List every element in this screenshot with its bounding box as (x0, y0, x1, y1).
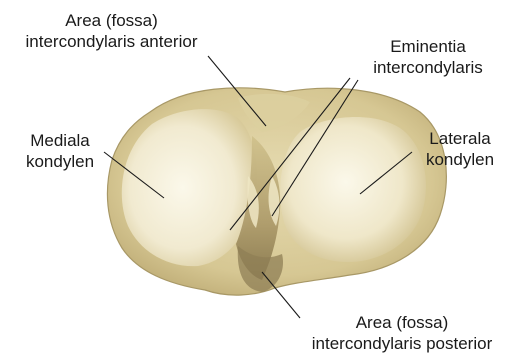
label-area-posterior-line1: Area (fossa) (296, 312, 508, 333)
label-laterala-line1: Laterala (410, 128, 510, 149)
label-area-anterior-line2: intercondylaris anterior (4, 31, 219, 52)
label-area-anterior: Area (fossa) intercondylaris anterior (4, 10, 219, 52)
label-eminentia-line1: Eminentia (358, 36, 498, 57)
label-area-anterior-line1: Area (fossa) (4, 10, 219, 31)
label-mediala: Mediala kondylen (10, 130, 110, 172)
label-mediala-line2: kondylen (10, 151, 110, 172)
label-eminentia-line2: intercondylaris (358, 57, 498, 78)
label-laterala: Laterala kondylen (410, 128, 510, 170)
label-laterala-line2: kondylen (410, 149, 510, 170)
label-eminentia: Eminentia intercondylaris (358, 36, 498, 78)
label-mediala-line1: Mediala (10, 130, 110, 151)
label-area-posterior: Area (fossa) intercondylaris posterior (296, 312, 508, 354)
label-area-posterior-line2: intercondylaris posterior (296, 333, 508, 354)
